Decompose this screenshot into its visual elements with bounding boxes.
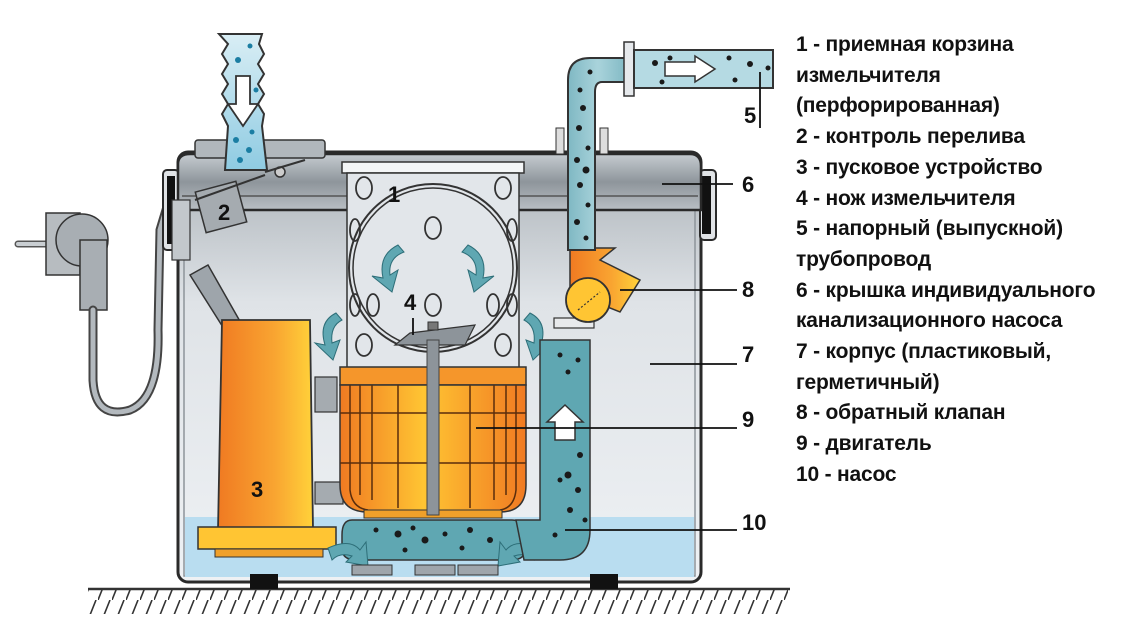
grinder-basket (313, 161, 553, 374)
callout-5: 5 (744, 103, 756, 128)
legend-item-8: 8 - обратный клапан (796, 401, 1006, 425)
callout-4: 4 (404, 290, 417, 315)
legend-item-4: 4 - нож измельчителя (796, 186, 1016, 210)
flow-arrow-icon (327, 540, 369, 567)
starter-device (197, 319, 344, 558)
pump-diagram: 1 2 3 4 5 6 8 7 9 10 (14, 33, 790, 614)
flow-arrow-icon (461, 244, 495, 293)
legend-item-9: 9 - двигатель (796, 432, 932, 456)
ground (88, 587, 790, 614)
callout-3: 3 (251, 477, 263, 502)
callout-8: 8 (742, 277, 754, 302)
grinder-knife (393, 321, 477, 346)
legend-item-7: 7 - корпус (пластиковый, (796, 340, 1052, 364)
outflow-arrow-icon (664, 54, 717, 84)
check-valve (565, 277, 611, 323)
callout-2: 2 (218, 200, 230, 225)
inflow-arrow-icon (226, 75, 260, 128)
legend-item-2: 2 - контроль перелива (796, 125, 1025, 149)
inlet-pipe (194, 33, 326, 178)
legend-item-5-cont: трубопровод (796, 247, 931, 271)
legend-item-6: 6 - крышка индивидуального (796, 278, 1096, 302)
legend-item-1-cont: измельчителя (796, 63, 941, 87)
pump-chamber (327, 519, 539, 576)
legend-item-1: 1 - приемная корзина (796, 33, 1014, 56)
legend-item-6-cont: канализационного насоса (796, 309, 1063, 333)
legend-item-10: 10 - насос (796, 462, 897, 486)
callout-9: 9 (742, 407, 754, 432)
callout-10: 10 (742, 510, 766, 535)
legend-item-5: 5 - напорный (выпускной) (796, 217, 1063, 241)
discharge-pipe (515, 41, 774, 561)
legend-item-1-cont: (перфорированная) (796, 94, 1000, 118)
flow-arrow-icon (313, 312, 343, 361)
power-plug (14, 212, 109, 311)
callout-lines (412, 72, 761, 531)
flow-arrow-icon (371, 244, 405, 293)
callout-6: 6 (742, 172, 754, 197)
callout-1: 1 (388, 182, 400, 207)
motor (339, 339, 527, 519)
upflow-arrow-icon (545, 403, 585, 441)
legend-item-3: 3 - пусковое устройство (796, 155, 1043, 179)
legend-item-7-cont: герметичный) (796, 370, 940, 394)
callout-7: 7 (742, 342, 754, 367)
legend: 1 - приемная корзина измельчителя (перфо… (796, 30, 1129, 491)
